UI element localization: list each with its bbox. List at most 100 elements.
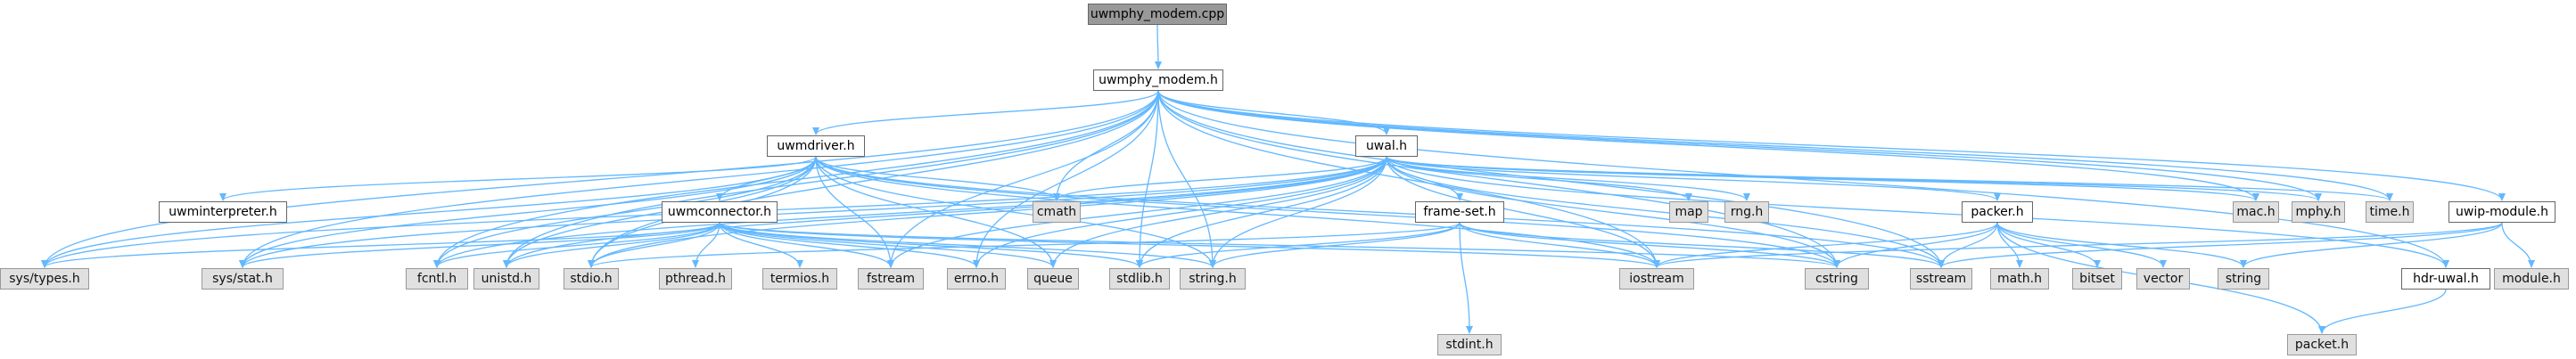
edge-uwmconnector-h-to-termios-h	[719, 222, 803, 268]
node-stdio-h[interactable]: stdio.h	[564, 268, 619, 290]
node-sys-types-h[interactable]: sys/types.h	[0, 268, 89, 290]
node-pthread-h[interactable]: pthread.h	[659, 268, 732, 290]
edge-uwal-h-to-sys-stat-h	[239, 156, 1387, 268]
edge-uwal-h-to-packer-h	[1386, 156, 2001, 201]
edge-uwal-h-to-stdlib-h	[1136, 156, 1387, 268]
edge-uwal-h-to-fcntl-h	[433, 156, 1387, 268]
edge-uwmconnector-h-to-fcntl-h	[433, 222, 720, 268]
edge-frame-set-h-to-sstream	[1459, 222, 1945, 268]
edge-uwal-h-to-stdio-h	[588, 156, 1387, 268]
edge-uwal-h-to-fstream	[887, 156, 1387, 268]
edge-frame-set-h-to-stdio-h	[588, 222, 1461, 268]
node-packet-h[interactable]: packet.h	[2287, 334, 2357, 355]
node-cstring[interactable]: cstring	[1805, 268, 1869, 290]
edge-uwmconnector-h-to-queue	[719, 222, 1057, 268]
edge-uwmconnector-h-to-unistd-h	[503, 222, 720, 268]
node-math-h[interactable]: math.h	[1990, 268, 2049, 290]
edge-uwmdriver-h-to-iostream	[815, 156, 1660, 268]
edge-uwmphy-modem-h-to-hdr-uwal-h	[1157, 90, 2449, 268]
edge-uwmconnector-h-to-errno-h	[719, 222, 980, 268]
node-uwmphy-modem-cpp: uwmphy_modem.cpp	[1088, 4, 1227, 25]
node-fstream[interactable]: fstream	[858, 268, 924, 290]
edge-uwmconnector-h-to-fstream	[719, 222, 894, 268]
edge-uwal-h-to-unistd-h	[503, 156, 1387, 268]
node-string-h[interactable]: string.h	[1180, 268, 1246, 290]
node-hdr-uwal-h[interactable]: hdr-uwal.h	[2401, 268, 2490, 290]
edge-uwmdriver-h-to-unistd-h	[503, 156, 817, 268]
edge-uwal-h-to-queue	[1049, 156, 1387, 268]
edge-uwmphy-modem-h-to-sys-types-h	[41, 90, 1159, 268]
node-string[interactable]: string	[2218, 268, 2269, 290]
edge-uwmdriver-h-to-queue	[815, 156, 1057, 268]
edge-uwmphy-modem-h-to-string-h	[1157, 90, 1216, 268]
node-stdint-h[interactable]: stdint.h	[1437, 334, 1502, 355]
node-queue[interactable]: queue	[1027, 268, 1079, 290]
edge-frame-set-h-to-cstring	[1459, 222, 1840, 268]
edge-frame-set-h-to-string-h	[1209, 222, 1461, 268]
edge-uwal-h-to-rng-h	[1386, 156, 1750, 201]
node-time-h[interactable]: time.h	[2366, 201, 2414, 223]
edge-frame-set-h-to-stdint-h	[1459, 222, 1473, 334]
node-stdlib-h[interactable]: stdlib.h	[1109, 268, 1170, 290]
edge-uwmdriver-h-to-cmath	[815, 156, 1060, 201]
edge-uwmconnector-h-to-stdlib-h	[719, 222, 1143, 268]
edge-uwmdriver-h-to-uwminterpreter-h	[219, 156, 817, 201]
edge-hdr-uwal-h-to-packet-h	[2318, 289, 2447, 334]
node-termios-h[interactable]: termios.h	[762, 268, 837, 290]
node-module-h[interactable]: module.h	[2494, 268, 2569, 290]
edge-uwal-h-to-cmath	[1053, 156, 1387, 201]
edge-uwip-module-h-to-iostream	[1653, 222, 2503, 268]
edge-uwmconnector-h-to-cstring	[719, 222, 1840, 268]
edge-uwmphy-modem-h-to-uwmdriver-h	[812, 90, 1159, 135]
edge-packer-h-to-iostream	[1653, 222, 1998, 268]
edge-uwip-module-h-to-string	[2240, 222, 2503, 268]
edge-uwal-h-to-hdr-uwal-h	[1386, 156, 2449, 268]
node-vector[interactable]: vector	[2136, 268, 2190, 290]
node-fcntl-h[interactable]: fcntl.h	[406, 268, 468, 290]
node-cmath[interactable]: cmath	[1033, 201, 1081, 223]
edge-uwmphy-modem-h-to-errno-h	[973, 90, 1159, 268]
edge-packer-h-to-bitset	[1996, 222, 2101, 268]
edge-uwmdriver-h-to-cstring	[815, 156, 1840, 268]
node-uwmphy-modem-h[interactable]: uwmphy_modem.h	[1093, 69, 1223, 91]
edge-uwip-module-h-to-sstream	[1938, 222, 2503, 268]
edge-uwmphy-modem-h-to-sys-stat-h	[239, 90, 1159, 268]
node-uwminterpreter-h[interactable]: uwminterpreter.h	[159, 201, 287, 223]
node-sys-stat-h[interactable]: sys/stat.h	[202, 268, 284, 290]
edge-uwal-h-to-string-h	[1209, 156, 1387, 268]
edge-packer-h-to-sstream	[1938, 222, 1998, 268]
node-uwip-module-h[interactable]: uwip-module.h	[2448, 201, 2555, 223]
node-mphy-h[interactable]: mphy.h	[2292, 201, 2345, 223]
node-iostream[interactable]: iostream	[1619, 268, 1694, 290]
edge-uwmdriver-h-to-sys-stat-h	[239, 156, 817, 268]
edge-uwmphy-modem-h-to-mphy-h	[1157, 90, 2322, 201]
edge-uwmphy-modem-cpp-to-uwmphy-modem-h	[1154, 24, 1162, 69]
edge-uwmphy-modem-h-to-fcntl-h	[433, 90, 1159, 268]
node-rng-h[interactable]: rng.h	[1724, 201, 1769, 223]
node-mac-h[interactable]: mac.h	[2233, 201, 2279, 223]
edge-uwmphy-modem-h-to-uwal-h	[1157, 90, 1390, 135]
node-packer-h[interactable]: packer.h	[1962, 201, 2033, 223]
node-uwmdriver-h[interactable]: uwmdriver.h	[767, 135, 865, 157]
edge-uwip-module-h-to-module-h	[2501, 222, 2535, 268]
edge-uwmdriver-h-to-fcntl-h	[433, 156, 817, 268]
edge-uwal-h-to-cstring	[1386, 156, 1840, 268]
node-bitset[interactable]: bitset	[2072, 268, 2122, 290]
edge-uwmphy-modem-h-to-uwip-module-h	[1157, 90, 2506, 201]
node-map[interactable]: map	[1669, 201, 1708, 223]
edge-uwmphy-modem-h-to-stdlib-h	[1136, 90, 1159, 268]
edge-uwal-h-to-errno-h	[973, 156, 1387, 268]
node-frame-set-h[interactable]: frame-set.h	[1415, 201, 1504, 223]
edge-packer-h-to-string	[1996, 222, 2247, 268]
edge-uwmphy-modem-h-to-iostream	[1157, 90, 1660, 268]
node-sstream[interactable]: sstream	[1910, 268, 1972, 290]
node-uwal-h[interactable]: uwal.h	[1355, 135, 1418, 157]
node-unistd-h[interactable]: unistd.h	[473, 268, 539, 290]
node-uwmconnector-h[interactable]: uwmconnector.h	[662, 201, 778, 223]
edge-uwmphy-modem-h-to-fstream	[887, 90, 1159, 268]
edge-uwmphy-modem-h-to-time-h	[1157, 90, 2393, 201]
edge-uwmdriver-h-to-sys-types-h	[41, 156, 817, 268]
node-errno-h[interactable]: errno.h	[947, 268, 1006, 290]
